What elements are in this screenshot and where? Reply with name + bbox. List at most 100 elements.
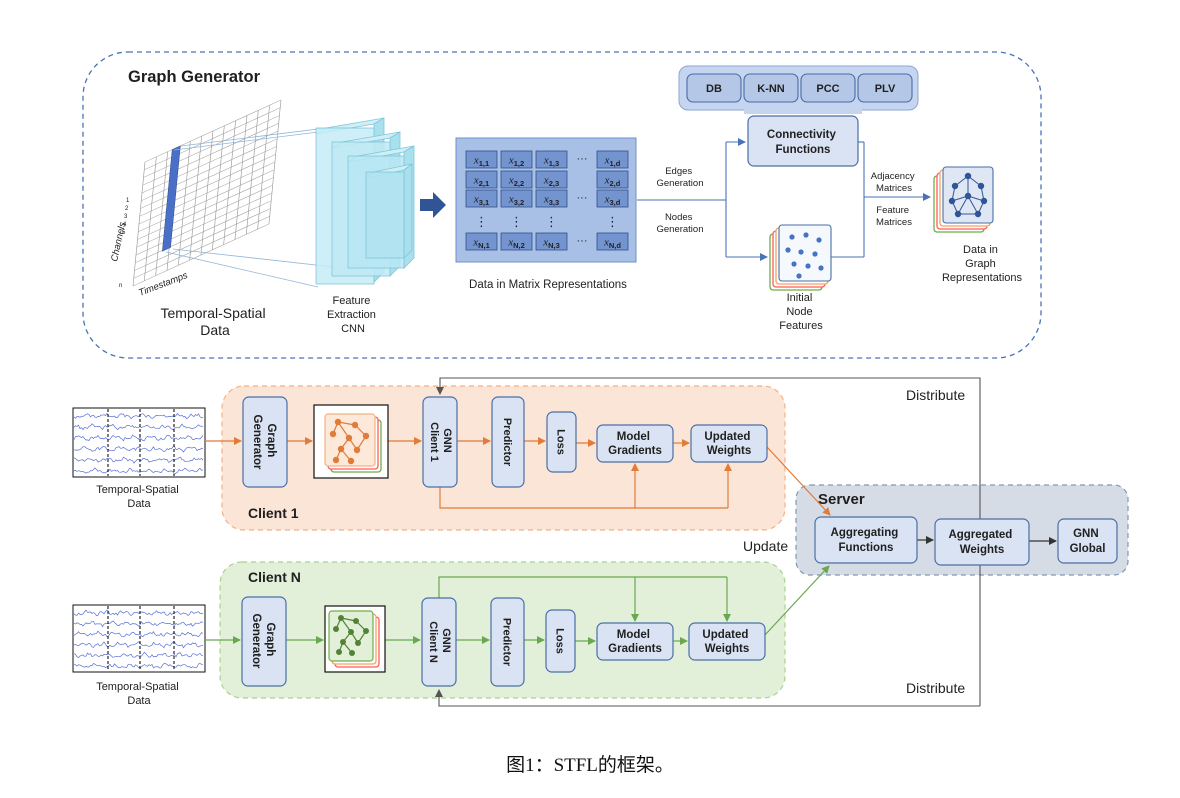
graph-node xyxy=(334,418,342,426)
matrix-vertical-ellipsis: ⋮ xyxy=(606,214,619,229)
matrix-label: Data in Matrix Representations xyxy=(469,279,627,291)
matrix-cell-label: xN,2 xyxy=(507,237,525,251)
svg-text:Connectivity Functions: Connectivity Functions xyxy=(767,129,839,156)
graph-representation-label: Data in Graph Representations xyxy=(942,244,1023,284)
channel-tick: 4 xyxy=(123,222,127,228)
option-db: DB xyxy=(686,73,742,103)
graph-node xyxy=(349,650,355,656)
graph-generator-panel: Graph Generator Channels Timestamps 1 2 … xyxy=(82,51,1042,359)
feature-dot xyxy=(791,261,797,267)
grid-lines xyxy=(132,99,282,287)
graph-node xyxy=(329,430,337,438)
svg-text:K-NN: K-NN xyxy=(757,83,785,95)
server-flow-arrows xyxy=(917,536,1057,545)
matrix-cell-label: x3,d xyxy=(604,194,621,208)
graph-node xyxy=(347,457,355,465)
matrix-cell-label: x1,1 xyxy=(473,155,489,169)
client-1-loss: Loss xyxy=(546,411,577,473)
matrix-cell xyxy=(465,150,498,169)
matrix-cell xyxy=(596,150,629,169)
matrix-cell xyxy=(596,170,629,189)
initial-node-features-label: Initial Node Features xyxy=(779,292,823,332)
cnn-feature-extractor xyxy=(315,117,415,285)
svg-text:GNN Client N: GNN Client N xyxy=(427,621,452,663)
feature-dot xyxy=(796,273,802,279)
matrix-cell xyxy=(535,232,568,251)
feature-dot xyxy=(805,263,811,269)
feature-dot xyxy=(798,249,804,255)
client-n-gnn: GNN Client N xyxy=(421,597,457,687)
matrix-cell-label: x1,d xyxy=(604,155,621,169)
grid-line xyxy=(142,122,279,186)
graph-node xyxy=(353,618,359,624)
feature-dot xyxy=(785,247,791,253)
svg-text:GNN Client 1: GNN Client 1 xyxy=(428,422,453,462)
option-knn: K-NN xyxy=(743,73,799,103)
connectivity-functions-box: Connectivity Functions xyxy=(747,115,859,167)
matrix-cell xyxy=(500,150,533,169)
matrix-cell-label: x2,1 xyxy=(473,175,489,189)
option-pcc: PCC xyxy=(800,73,856,103)
client-1-signal-plot xyxy=(72,407,206,478)
grid-line xyxy=(140,146,277,209)
eeg-channel-trace xyxy=(73,446,204,453)
graph-node xyxy=(964,192,972,200)
svg-text:PLV: PLV xyxy=(875,83,896,95)
matrix-cell-label: xN,3 xyxy=(542,237,560,251)
matrix-cell xyxy=(596,232,629,251)
cnn-layer xyxy=(365,163,413,259)
graph-node xyxy=(362,432,370,440)
svg-text:Graph Generator: Graph Generator xyxy=(250,614,276,669)
svg-text:Loss: Loss xyxy=(554,628,566,654)
graph-node xyxy=(332,456,340,464)
grid-line xyxy=(138,169,275,233)
svg-text:Aggregated Weights: Aggregated Weights xyxy=(948,529,1015,556)
graph-node xyxy=(951,182,959,190)
adjacency-matrices-label: Adjacency Matrices xyxy=(871,171,917,194)
matrix-cell-label: x1,2 xyxy=(508,155,524,169)
connectivity-tab xyxy=(744,104,862,114)
client-n-updated-weights: Updated Weights xyxy=(688,622,766,661)
grid-line xyxy=(144,107,281,171)
nodes-generation-label: Nodes Generation xyxy=(656,212,703,235)
graph-node xyxy=(345,434,353,442)
initial-node-features-icon xyxy=(769,224,832,291)
client-n-flow-arrows xyxy=(205,565,830,645)
feature-dot xyxy=(818,265,824,271)
feature-dot xyxy=(789,234,795,240)
eeg-channel-trace xyxy=(73,609,203,617)
client-1-predictor: Predictor xyxy=(491,396,525,488)
edges-generation-label: Edges Generation xyxy=(656,166,703,189)
eeg-channel-trace xyxy=(73,456,204,464)
matrix-cell xyxy=(500,170,533,189)
matrix-cell xyxy=(500,189,533,208)
client-1-gnn: GNN Client 1 xyxy=(422,396,458,488)
grid-line xyxy=(143,115,280,178)
graph-node xyxy=(348,629,354,635)
matrix-cell-label: x1,3 xyxy=(543,155,559,169)
cnn-label: Feature Extraction CNN xyxy=(327,295,379,335)
matrix-cell-label: xN,1 xyxy=(472,237,490,251)
svg-text:Predictor: Predictor xyxy=(501,618,513,667)
channel-tick: 2 xyxy=(125,206,129,212)
client-n-signal-plot xyxy=(72,604,206,673)
feature-dot xyxy=(816,237,822,243)
matrix-vertical-ellipsis: ⋮ xyxy=(545,214,558,229)
svg-text:Graph Generator: Graph Generator xyxy=(251,415,277,470)
matrix-cell xyxy=(535,150,568,169)
eeg-waveforms xyxy=(73,412,204,475)
matrices-connectors xyxy=(831,141,931,258)
graph-node xyxy=(351,421,359,429)
channel-tick-last: n xyxy=(119,283,122,289)
matrix-cell-label: x2,3 xyxy=(543,175,559,189)
client-1-graph-generator: Graph Generator xyxy=(242,396,288,488)
client-n-graph-thumbnail xyxy=(324,605,386,673)
graph-node xyxy=(338,615,344,621)
matrix-cell-label: x3,2 xyxy=(508,194,524,208)
server-gnn-global: GNN Global xyxy=(1057,518,1118,564)
highlighted-channel-column xyxy=(162,145,181,252)
server-aggregated-weights: Aggregated Weights xyxy=(934,518,1030,566)
eeg-channel-trace xyxy=(73,651,204,659)
channel-tick: 1 xyxy=(126,198,130,204)
